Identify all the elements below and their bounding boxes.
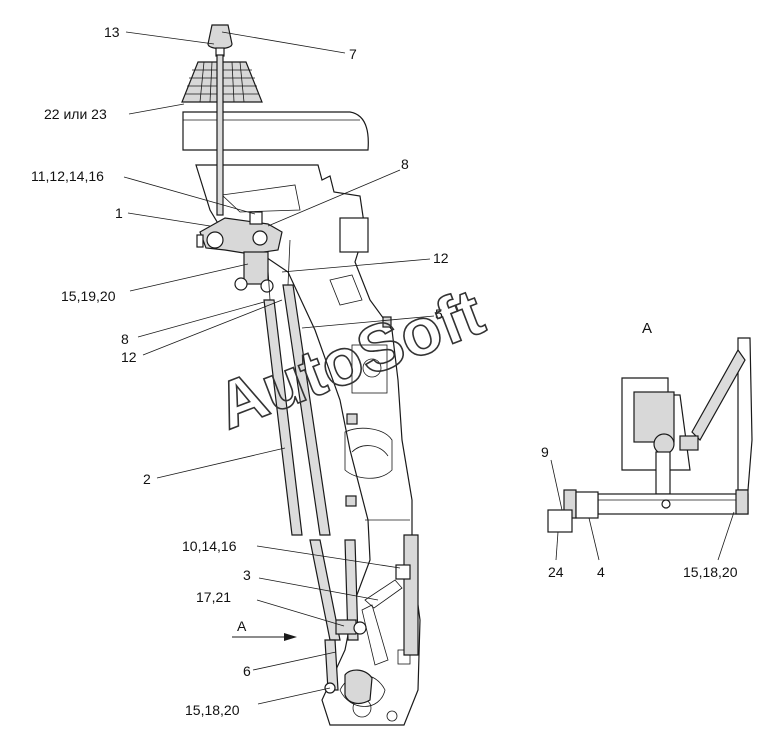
callout-9: 9: [541, 444, 549, 460]
callout-15-18-20-bottom: 15,18,20: [185, 702, 240, 718]
callout-5: 5: [435, 306, 443, 322]
callout-4: 4: [597, 564, 605, 580]
callout-10-14-16: 10,14,16: [182, 538, 237, 554]
callout-13: 13: [104, 24, 120, 40]
callout-2: 2: [143, 471, 151, 487]
view-a-detail: A: [547, 320, 753, 533]
main-assembly: A: [181, 24, 421, 726]
cab-floor-panel: [182, 111, 369, 151]
callout-15-18-20-view: 15,18,20: [683, 564, 738, 580]
callout-15-19-20: 15,19,20: [61, 288, 116, 304]
callout-1: 1: [115, 205, 123, 221]
callout-22-23: 22 или 23: [44, 106, 107, 122]
gear-lever: [207, 24, 233, 216]
callout-24: 24: [548, 564, 564, 580]
callout-6: 6: [243, 663, 251, 679]
callout-labels: 13 7 22 или 23 11,12,14,16 8 1 12 15,19,…: [31, 24, 738, 718]
view-arrow-label: A: [237, 618, 247, 634]
upper-lever-mechanism: [196, 211, 283, 293]
callout-12-right: 12: [433, 250, 449, 266]
view-arrow: A: [232, 618, 297, 641]
callout-12-left: 12: [121, 349, 137, 365]
callout-8-top: 8: [401, 156, 409, 172]
leader-lines: [123, 31, 735, 705]
callout-7: 7: [349, 46, 357, 62]
callout-17-21: 17,21: [196, 589, 231, 605]
callout-8-left: 8: [121, 331, 129, 347]
transmission-housing: [195, 164, 421, 726]
view-a-title: A: [642, 320, 652, 337]
callout-3: 3: [243, 567, 251, 583]
callout-11-12-14-16: 11,12,14,16: [31, 168, 104, 184]
